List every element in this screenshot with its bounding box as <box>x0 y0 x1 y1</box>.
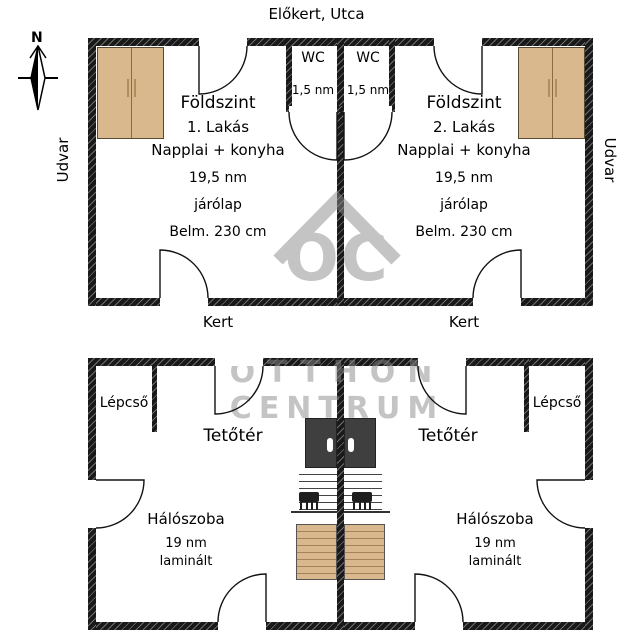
attic-left-area: 19 nm <box>165 536 207 551</box>
wardrobe-right <box>518 47 585 139</box>
wc-right-label: WC <box>356 50 380 66</box>
wardrobe-handle <box>547 78 550 97</box>
wardrobe-handle <box>126 78 129 97</box>
compass-north-label: N <box>31 30 43 46</box>
wall-right <box>585 38 593 306</box>
wc-right-area: 1,5 nm <box>346 83 390 97</box>
compass-arrowhead <box>29 44 47 59</box>
gf-left-flooring: járólap <box>194 197 242 213</box>
wardrobe-handle <box>133 78 136 97</box>
attic-left-flooring: laminált <box>159 554 213 569</box>
wall-wc-bottom <box>286 106 395 112</box>
gf-left-height: Belm. 230 cm <box>169 224 267 240</box>
street-label: Előkert, Utca <box>268 5 365 23</box>
wall-stair-room-right <box>524 358 529 432</box>
garden-label-right: Kert <box>448 313 480 331</box>
gf-right-flooring: járólap <box>440 197 488 213</box>
wall-right <box>585 358 593 630</box>
gf-left-area: 19,5 nm <box>188 170 248 186</box>
gf-right-level: Földszint <box>426 93 502 113</box>
wardrobe-door-divider <box>130 48 132 138</box>
garden-label-left: Kert <box>202 313 234 331</box>
courtyard-label-right: Udvar <box>601 137 619 183</box>
wardrobe-door-divider <box>551 48 553 138</box>
wall-left <box>88 358 96 630</box>
attic-right-flooring: laminált <box>468 554 522 569</box>
stairs-label-right: Lépcső <box>532 395 582 411</box>
gf-left-room: Napplai + konyha <box>151 141 285 159</box>
attic-plan <box>88 358 593 630</box>
gf-right-unit: 2. Lakás <box>432 118 496 136</box>
gf-right-area: 19,5 nm <box>434 170 494 186</box>
gf-right-room: Napplai + konyha <box>397 141 531 159</box>
attic-right-level: Tetőtér <box>418 426 478 446</box>
wall-left <box>88 38 96 306</box>
attic-left-room: Hálószoba <box>147 510 225 528</box>
wardrobe-left <box>97 47 164 139</box>
wall-stair-room-left <box>152 358 157 432</box>
wardrobe-handle <box>554 78 557 97</box>
gf-left-level: Földszint <box>180 93 256 113</box>
attic-right-room: Hálószoba <box>456 510 534 528</box>
compass-needle-dark-half <box>31 46 38 110</box>
courtyard-label-left: Udvar <box>54 137 72 183</box>
stairs-label-left: Lépcső <box>99 395 149 411</box>
compass-icon: N <box>18 30 58 111</box>
gf-left-unit: 1. Lakás <box>186 118 250 136</box>
attic-right-area: 19 nm <box>474 536 516 551</box>
wc-left-label: WC <box>301 50 325 66</box>
wall-wc-right <box>389 38 395 112</box>
wc-left-area: 1,5 nm <box>291 83 335 97</box>
attic-left-level: Tetőtér <box>203 426 263 446</box>
wall-center-dividing <box>337 38 344 306</box>
wall-center-dividing <box>337 358 344 630</box>
gf-right-height: Belm. 230 cm <box>415 224 513 240</box>
wall-wc-left <box>286 38 292 112</box>
